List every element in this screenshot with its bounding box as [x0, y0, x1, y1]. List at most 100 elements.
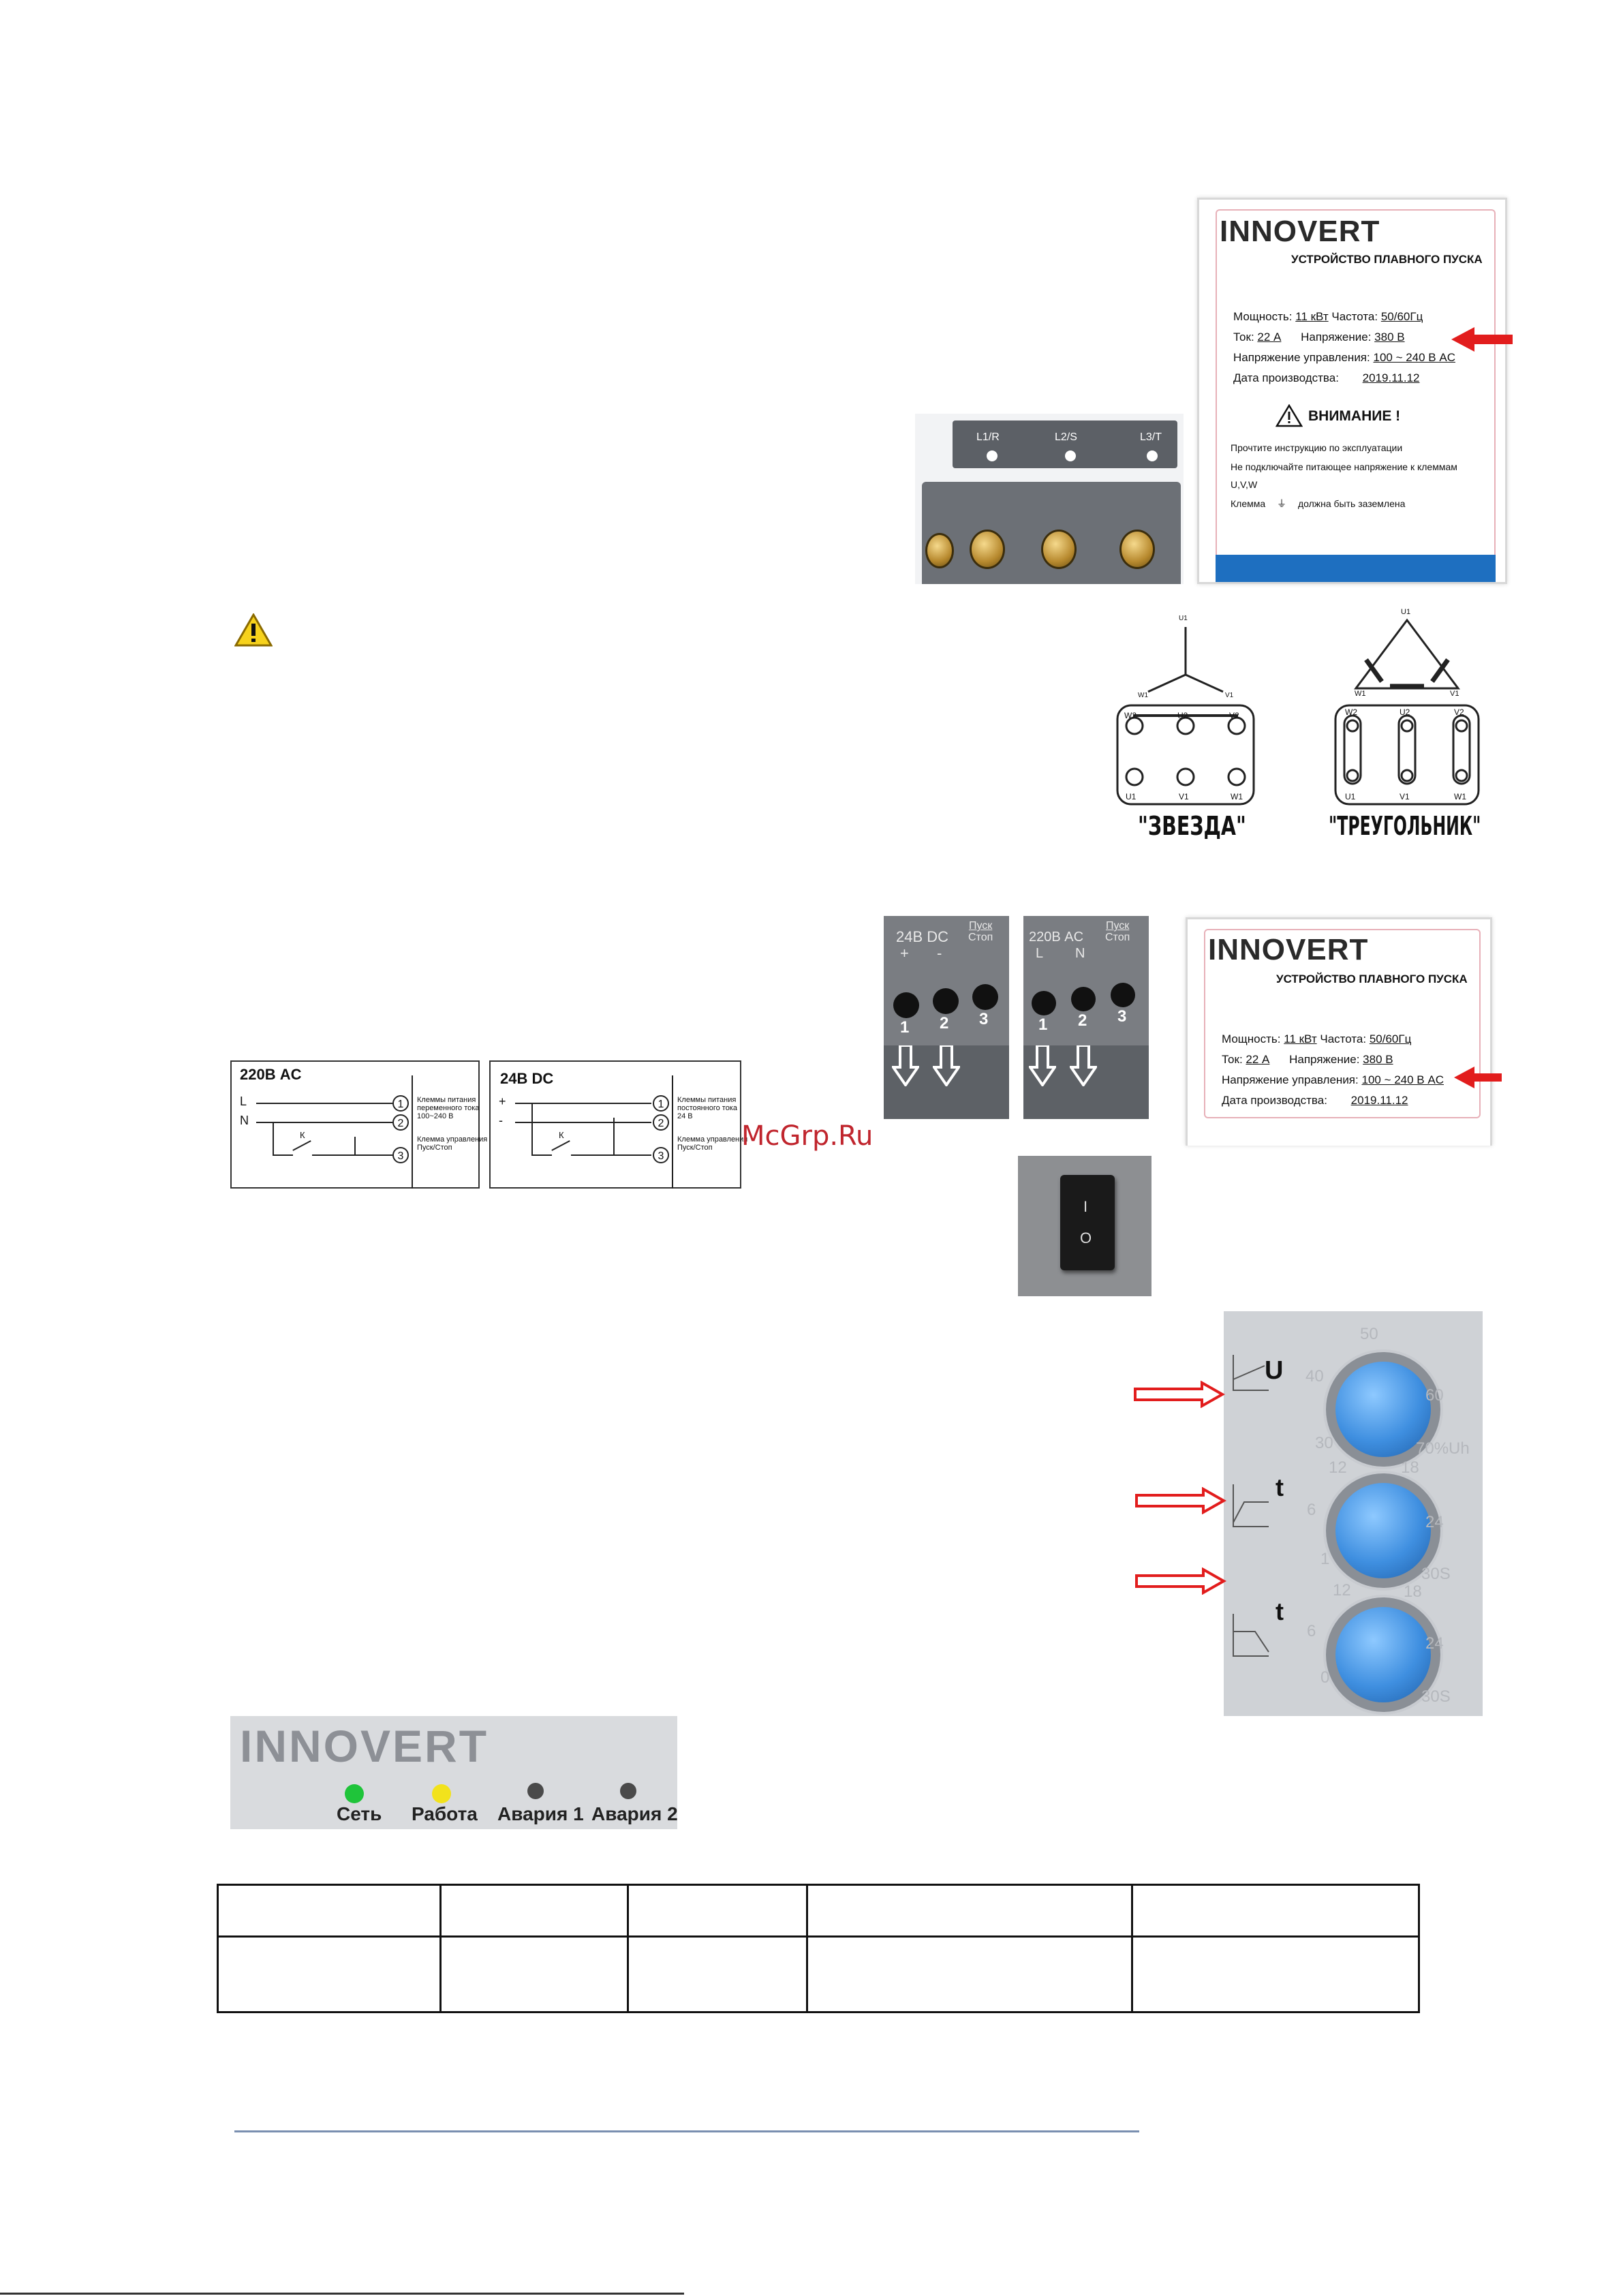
knob-mark: 18	[1401, 1458, 1419, 1477]
table-cell	[217, 1935, 442, 2013]
control-terminal-hole	[933, 988, 959, 1014]
warning-line-1: Прочтите инструкцию по эксплуатации	[1231, 442, 1403, 453]
warning-line-2: Не подключайте питающее напряжение к кле…	[1231, 461, 1457, 472]
terminal-label-l3: L3/T	[1140, 431, 1162, 443]
footer-rule	[234, 2130, 1139, 2132]
star-apex-label: U1	[1179, 615, 1188, 622]
wire	[613, 1118, 615, 1154]
table-cell	[439, 1935, 629, 2013]
knob-mark: 1	[1320, 1550, 1330, 1568]
control-terminal-hole	[1032, 991, 1056, 1015]
knob-mark: 6	[1307, 1622, 1316, 1640]
insert-arrow-icon	[1027, 1044, 1057, 1088]
led-running	[432, 1784, 451, 1803]
block-sign: -	[937, 945, 942, 962]
control-terminal-hole	[893, 992, 919, 1018]
terminal-screw	[970, 530, 1005, 569]
knob-mark: 40	[1305, 1367, 1324, 1386]
led-network-label: Сеть	[337, 1803, 382, 1824]
indicator-panel-photo: INNOVERT Сеть Работа Авария 1 Авария 2	[230, 1716, 677, 1829]
terminal-hole	[1065, 450, 1076, 461]
wire	[292, 1140, 311, 1151]
terminal-2-icon: 2	[653, 1114, 669, 1131]
block-num: 2	[940, 1014, 949, 1032]
wire	[412, 1075, 413, 1189]
led-running-label: Работа	[412, 1803, 478, 1824]
schematic-k-label: К	[300, 1130, 305, 1140]
caution-icon	[234, 613, 273, 647]
date-row: Дата производства: 2019.11.12	[1233, 371, 1420, 384]
table-cell	[439, 1884, 629, 1938]
adjustment-knobs-photo: U 50 40 60 30 70%Uh t 12 18 6 24 1 30S t…	[1224, 1311, 1483, 1716]
empty-table	[217, 1884, 1420, 2013]
red-outline-arrow-icon	[1135, 1486, 1227, 1515]
star-connection-diagram: U1 W1 V1 W2 U2 V2 U1 V1 W1 "ЗВЕЗДА"	[1111, 613, 1261, 845]
knob-mark: 18	[1404, 1582, 1422, 1601]
table-cell	[627, 1935, 808, 2013]
control-voltage-row: Напряжение управления: 100 ~ 240 В AC	[1233, 351, 1455, 364]
wire	[312, 1154, 392, 1156]
current-row: Ток: 22 А Напряжение: 380 В	[1233, 331, 1405, 343]
knob-symbol: t	[1276, 1473, 1284, 1501]
schematic-l-label: L	[240, 1095, 247, 1108]
power-row: Мощность: 11 кВт Частота: 50/60Гц	[1233, 310, 1423, 323]
block-sign: +	[900, 945, 909, 962]
schematic-plus-label: +	[499, 1095, 506, 1108]
wire	[354, 1137, 356, 1154]
red-outline-arrow-icon	[1135, 1567, 1227, 1595]
control-voltage-row: Напряжение управления: 100 ~ 240 В AC	[1222, 1073, 1444, 1086]
schematic-n-label: N	[240, 1114, 249, 1127]
terminal-label-l2: L2/S	[1055, 431, 1077, 443]
terminal-screw	[1041, 530, 1077, 569]
power-switch-photo: I O	[1018, 1156, 1151, 1296]
knob-symbol: t	[1276, 1597, 1284, 1625]
knob-mark: 70%Uh	[1416, 1439, 1470, 1458]
block-num: 2	[1078, 1011, 1087, 1030]
led-fault-1	[527, 1783, 544, 1799]
nameplate-bottom: INNOVERT УСТРОЙСТВО ПЛАВНОГО ПУСКА Мощно…	[1186, 917, 1492, 1146]
watermark: McGrp.Ru	[741, 1120, 874, 1152]
knob-mark: 6	[1307, 1501, 1316, 1519]
warning-title: ВНИМАНИЕ !	[1308, 408, 1401, 424]
block-num: 3	[1117, 1007, 1127, 1026]
terminal-1-icon: 1	[653, 1095, 669, 1112]
red-arrow-voltage-icon	[1451, 326, 1513, 353]
delta-right-label: V1	[1450, 690, 1459, 698]
block-num: 1	[900, 1018, 910, 1037]
terminal-3-icon: 3	[653, 1147, 669, 1163]
control-terminal-hole	[1071, 987, 1096, 1011]
led-fault-1-label: Авария 1	[497, 1803, 584, 1824]
switch-off-mark: O	[1080, 1229, 1092, 1246]
warning-line-4: Клемма ⏚ должна быть заземлена	[1231, 498, 1406, 509]
table-row	[217, 1935, 1420, 2013]
block-num: 1	[1038, 1015, 1048, 1034]
warning-line-3: U,V,W	[1231, 479, 1258, 490]
wire	[273, 1122, 274, 1154]
schematic-title: 220В AC	[240, 1066, 302, 1083]
ramp-up-curve-icon	[1231, 1482, 1271, 1529]
knob-mark: 30S	[1421, 1687, 1451, 1706]
delta-apex-label: U1	[1401, 608, 1411, 616]
power-row: Мощность: 11 кВт Частота: 50/60Гц	[1222, 1032, 1412, 1045]
brand-logo: INNOVERT	[1220, 215, 1380, 248]
current-row: Ток: 22 А Напряжение: 380 В	[1222, 1053, 1393, 1066]
table-cell	[1131, 1884, 1420, 1938]
delta-left-label: W1	[1355, 690, 1366, 698]
device-title: УСТРОЙСТВО ПЛАВНОГО ПУСКА	[1291, 253, 1483, 266]
knob-mark: 30	[1315, 1434, 1333, 1452]
table-cell	[627, 1884, 808, 1938]
schematic-minus-label: -	[499, 1114, 503, 1127]
brand-logo: INNOVERT	[1208, 933, 1369, 966]
red-outline-arrow-icon	[1134, 1380, 1226, 1409]
ramp-down-curve-icon	[1231, 1611, 1271, 1659]
wire	[531, 1154, 552, 1156]
star-symbol-icon	[1116, 627, 1255, 806]
terminal-2-icon: 2	[392, 1114, 409, 1131]
knob-mark: 12	[1329, 1458, 1347, 1477]
terminal-screw	[1119, 530, 1155, 569]
insert-arrow-icon	[1068, 1044, 1098, 1088]
wire	[571, 1154, 651, 1156]
